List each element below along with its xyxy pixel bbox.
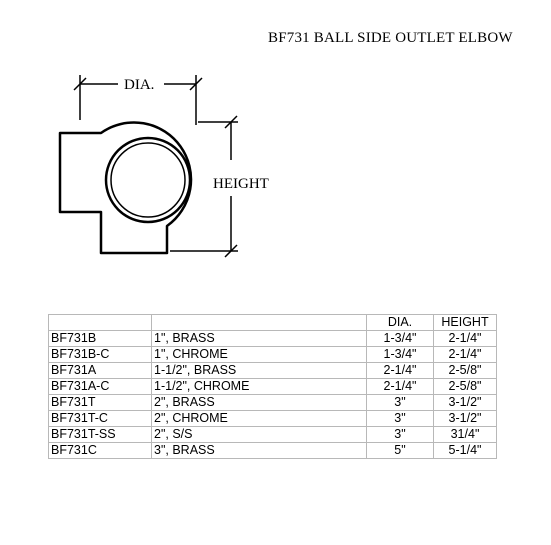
row-model: BF731T (48, 394, 152, 411)
header-description (151, 314, 367, 331)
table-row: BF731A-C 1-1/2", CHROME 2-1/4" 2-5/8" (48, 378, 497, 395)
row-description: 1-1/2", CHROME (151, 378, 367, 395)
table-row: BF731B 1", BRASS 1-3/4" 2-1/4" (48, 330, 497, 347)
row-dia: 1-3/4" (366, 346, 434, 363)
row-dia: 2-1/4" (366, 378, 434, 395)
row-dia: 2-1/4" (366, 362, 434, 379)
spec-table-body: DIA. HEIGHT BF731B 1", BRASS 1-3/4" 2-1/… (48, 314, 497, 459)
row-height: 3-1/2" (433, 394, 497, 411)
row-description: 2", S/S (151, 426, 367, 443)
header-height: HEIGHT (433, 314, 497, 331)
row-model: BF731A (48, 362, 152, 379)
dia-dimension (73, 75, 203, 125)
row-dia: 3" (366, 426, 434, 443)
row-height: 2-1/4" (433, 346, 497, 363)
height-tick-bottom (224, 244, 238, 258)
table-row: BF731B-C 1", CHROME 1-3/4" 2-1/4" (48, 346, 497, 363)
header-dia: DIA. (366, 314, 434, 331)
row-height: 2-1/4" (433, 330, 497, 347)
row-height: 3-1/2" (433, 410, 497, 427)
row-description: 3", BRASS (151, 442, 367, 459)
table-row: BF731T-SS 2", S/S 3" 31/4" (48, 426, 497, 443)
row-model: BF731A-C (48, 378, 152, 395)
table-row: BF731A 1-1/2", BRASS 2-1/4" 2-5/8" (48, 362, 497, 379)
height-tick-top (224, 115, 238, 129)
elbow-technical-drawing: DIA. HEIGHT (58, 75, 269, 258)
spec-table-header-row: DIA. HEIGHT (48, 314, 497, 331)
row-model: BF731C (48, 442, 152, 459)
row-height: 2-5/8" (433, 378, 497, 395)
fitting-body-outline (58, 121, 193, 255)
row-dia: 3" (366, 394, 434, 411)
row-height: 31/4" (433, 426, 497, 443)
row-description: 1", CHROME (151, 346, 367, 363)
row-model: BF731B (48, 330, 152, 347)
table-row: BF731T-C 2", CHROME 3" 3-1/2" (48, 410, 497, 427)
row-description: 1-1/2", BRASS (151, 362, 367, 379)
row-dia: 1-3/4" (366, 330, 434, 347)
dia-tick-right (189, 77, 203, 91)
height-label: HEIGHT (213, 176, 269, 192)
header-model (48, 314, 152, 331)
row-dia: 5" (366, 442, 434, 459)
row-description: 2", CHROME (151, 410, 367, 427)
row-model: BF731T-SS (48, 426, 152, 443)
row-description: 2", BRASS (151, 394, 367, 411)
row-height: 5-1/4" (433, 442, 497, 459)
table-row: BF731C 3", BRASS 5" 5-1/4" (48, 442, 497, 459)
row-dia: 3" (366, 410, 434, 427)
row-description: 1", BRASS (151, 330, 367, 347)
outlet-outer-ring (104, 136, 192, 224)
spec-table: DIA. HEIGHT BF731B 1", BRASS 1-3/4" 2-1/… (48, 314, 497, 459)
table-row: BF731T 2", BRASS 3" 3-1/2" (48, 394, 497, 411)
dia-label: DIA. (124, 77, 154, 93)
row-model: BF731T-C (48, 410, 152, 427)
height-dimension (170, 115, 238, 258)
row-height: 2-5/8" (433, 362, 497, 379)
dia-tick-left (73, 77, 87, 91)
outlet-inner-ring (110, 142, 186, 218)
row-model: BF731B-C (48, 346, 152, 363)
fitting-outline (58, 121, 193, 255)
page-title: BF731 BALL SIDE OUTLET ELBOW (268, 30, 513, 46)
